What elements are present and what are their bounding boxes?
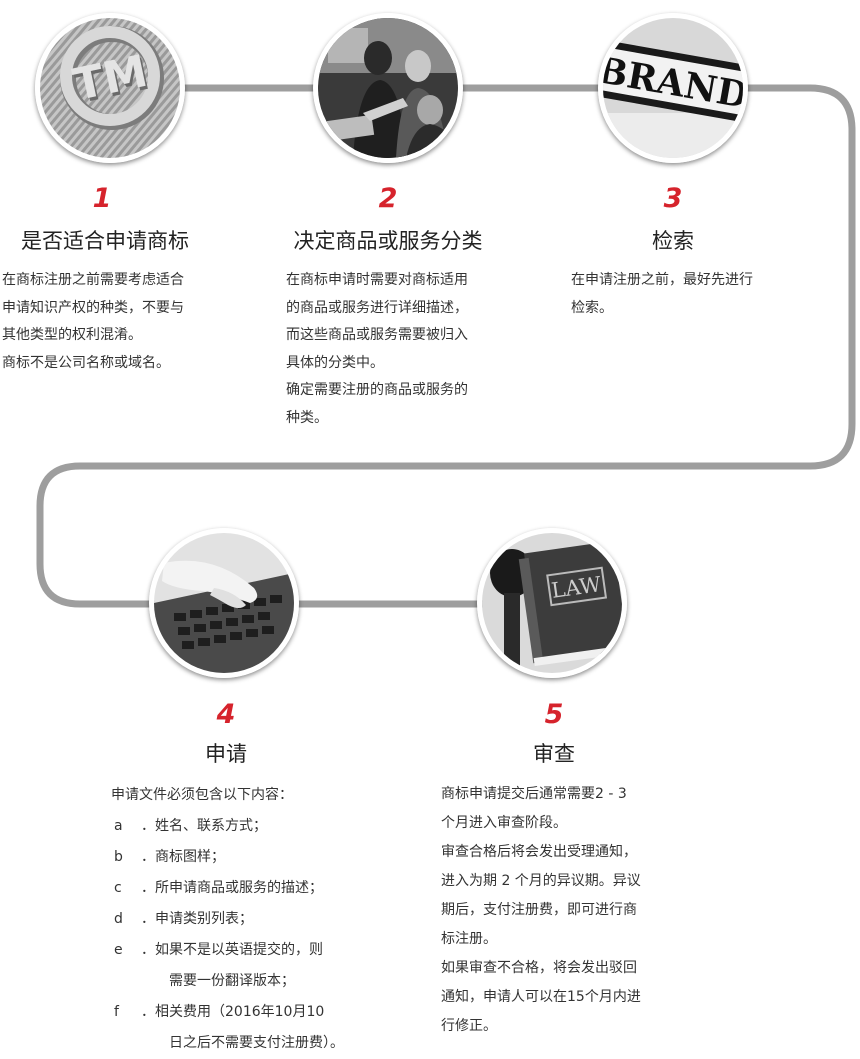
- laptop-keyboard-image: [149, 528, 299, 678]
- step-5-number: 5: [544, 699, 564, 730]
- list-item-text: ．如果不是以英语提交的，则: [141, 942, 323, 958]
- list-item-text: ．相关费用（2016年10月10: [141, 1004, 325, 1020]
- step-2-description: 在商标申请时需要对商标适用 的商品或服务进行详细描述， 而这些商品或服务需要被归…: [286, 267, 468, 432]
- step-1-line: 在商标注册之前需要考虑适合: [2, 272, 184, 288]
- list-marker: e: [114, 942, 123, 958]
- step-3-description: 在申请注册之前，最好先进行 检索。: [571, 267, 753, 322]
- step-5-line: 标注册。: [441, 931, 497, 947]
- step-1-title: 是否适合申请商标: [21, 229, 189, 253]
- step-5-line: 进入为期 2 个月的异议期。异议: [441, 873, 641, 889]
- step-5-line: 商标申请提交后通常需要2 - 3: [441, 786, 627, 802]
- list-item: c ．所申请商品或服务的描述；: [111, 873, 344, 904]
- step-4-number: 4: [216, 699, 236, 730]
- step-3-line: 在申请注册之前，最好先进行: [571, 272, 753, 288]
- step-5-title: 审查: [533, 742, 575, 766]
- step-2-number: 2: [378, 183, 398, 214]
- step-1-description: 在商标注册之前需要考虑适合 申请知识产权的种类，不要与 其他类型的权利混淆。 商…: [2, 267, 184, 377]
- step-4-description: 申请文件必须包含以下内容： a ．姓名、联系方式； b ．商标图样； c ．所申…: [111, 780, 344, 1059]
- list-marker: d: [114, 911, 123, 927]
- step-3-number: 3: [663, 183, 683, 214]
- brand-stamp-image: BRAND: [598, 13, 748, 163]
- step-2-line: 在商标申请时需要对商标适用: [286, 272, 468, 288]
- step-2-line: 确定需要注册的商品或服务的: [286, 382, 468, 398]
- tm-symbol-image: TM TM: [35, 13, 185, 163]
- step-4-title: 申请: [205, 742, 247, 766]
- step-2-line: 而这些商品或服务需要被归入: [286, 327, 468, 343]
- list-item-text: 日之后不需要支付注册费）。: [169, 1035, 344, 1051]
- step-1-number: 1: [92, 183, 112, 214]
- law-book-image: LAW: [477, 528, 627, 678]
- step-2-line: 具体的分类中。: [286, 354, 384, 371]
- step-2-line: 种类。: [286, 409, 328, 426]
- step-4-intro: 申请文件必须包含以下内容：: [111, 787, 293, 803]
- list-item-text: ．姓名、联系方式；: [141, 818, 267, 834]
- step-5-line: 期后，支付注册费，即可进行商: [441, 902, 637, 918]
- step-5-line: 个月进入审查阶段。: [441, 815, 567, 831]
- list-marker: a: [114, 818, 123, 834]
- step-1-line: 其他类型的权利混淆。: [2, 327, 142, 343]
- team-meeting-image: [313, 13, 463, 163]
- process-connector-line: [36, 84, 856, 608]
- step-5-line: 审查合格后将会发出受理通知，: [441, 844, 637, 860]
- list-item: a ．姓名、联系方式；: [111, 811, 344, 842]
- list-item-text: ．所申请商品或服务的描述；: [141, 880, 323, 896]
- step-1-line: 商标不是公司名称或域名。: [2, 354, 170, 371]
- step-3-line: 检索。: [571, 299, 613, 316]
- step-4-requirements-list: a ．姓名、联系方式； b ．商标图样； c ．所申请商品或服务的描述； d ．…: [111, 811, 344, 1059]
- list-item: b ．商标图样；: [111, 842, 344, 873]
- list-marker: b: [114, 849, 123, 865]
- list-item-text: ．商标图样；: [141, 849, 225, 865]
- step-5-line: 通知，申请人可以在15个月内进: [441, 989, 641, 1005]
- step-5-line: 如果审查不合格，将会发出驳回: [441, 960, 637, 976]
- list-item-text: 需要一份翻译版本；: [169, 973, 295, 989]
- step-2-title: 决定商品或服务分类: [293, 229, 483, 253]
- step-2-line: 的商品或服务进行详细描述，: [286, 299, 468, 316]
- list-item: d ．申请类别列表；: [111, 904, 344, 935]
- step-3-title: 检索: [652, 229, 694, 253]
- list-item: f ．相关费用（2016年10月10 日之后不需要支付注册费）。: [111, 997, 344, 1059]
- list-marker: c: [114, 880, 122, 896]
- step-1-line: 申请知识产权的种类，不要与: [2, 299, 184, 316]
- list-item: e ．如果不是以英语提交的，则 需要一份翻译版本；: [111, 935, 344, 997]
- list-marker: f: [114, 1004, 119, 1020]
- list-item-text: ．申请类别列表；: [141, 911, 253, 927]
- step-5-description: 商标申请提交后通常需要2 - 3 个月进入审查阶段。 审查合格后将会发出受理通知…: [441, 780, 641, 1041]
